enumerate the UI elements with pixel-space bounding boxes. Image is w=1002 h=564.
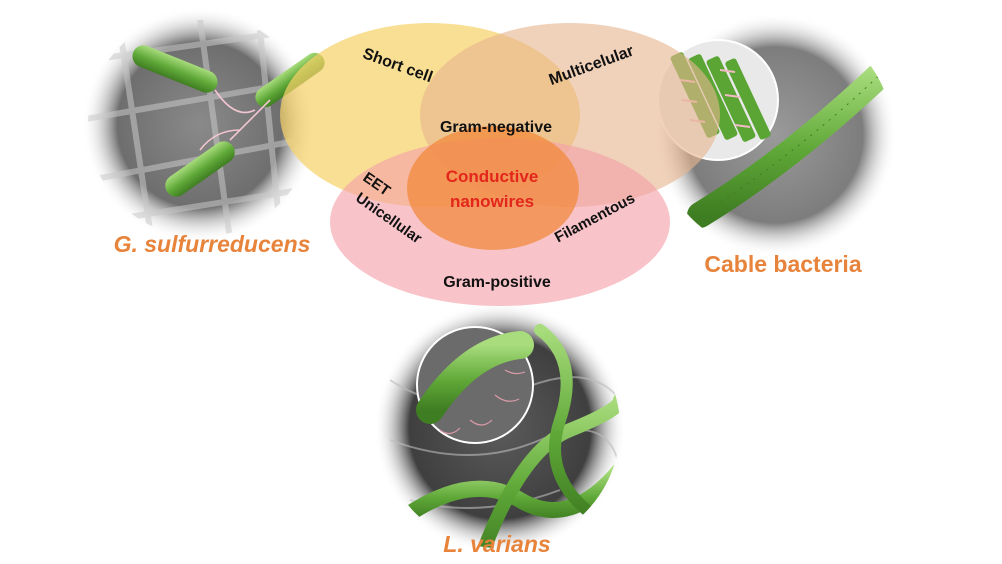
species-lvarians: L. varians bbox=[443, 531, 550, 557]
lvarians-inset bbox=[416, 326, 534, 444]
venn-center-region bbox=[407, 126, 579, 250]
label-gram-positive: Gram-positive bbox=[443, 274, 551, 291]
species-geobacter: G. sulfurreducens bbox=[114, 231, 311, 257]
species-cable-bacteria: Cable bacteria bbox=[704, 251, 861, 277]
label-gram-negative: Gram-negative bbox=[440, 119, 552, 136]
label-conductive: Conductive bbox=[446, 167, 539, 186]
label-nanowires: nanowires bbox=[450, 192, 534, 211]
venn-diagram bbox=[280, 23, 720, 306]
lvarians-micrograph bbox=[374, 302, 626, 554]
